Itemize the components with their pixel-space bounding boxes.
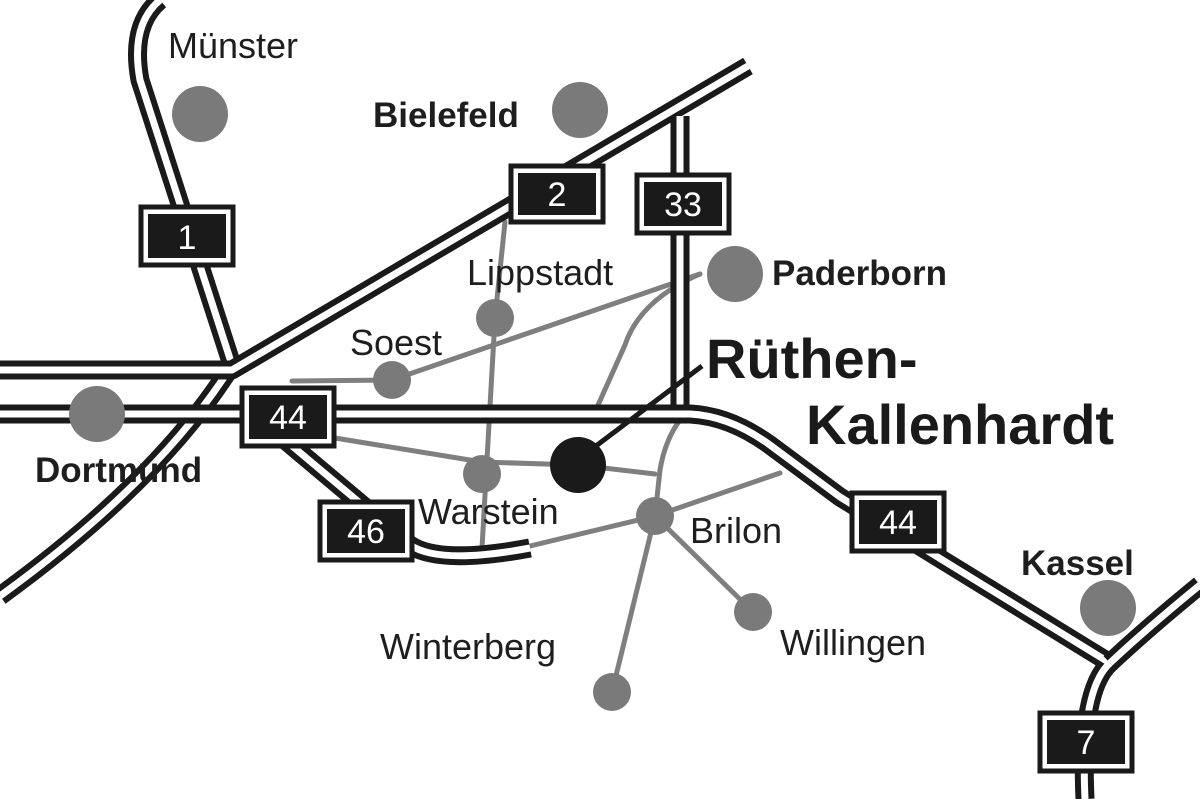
dot-ruethen-kallenhardt (550, 437, 606, 493)
shield-a44-east-label: 44 (879, 504, 917, 542)
shield-a44-west-label: 44 (269, 399, 307, 437)
label-lippstadt: Lippstadt (467, 252, 613, 293)
city-dots (69, 82, 1136, 711)
label-soest: Soest (350, 322, 442, 363)
road-lippstadt-warstein (479, 315, 498, 551)
shield-a46: 46 (317, 499, 415, 563)
label-willingen: Willingen (780, 622, 926, 663)
dot-winterberg (593, 673, 631, 711)
dot-bielefeld (552, 82, 608, 138)
shield-a2-label: 2 (548, 176, 567, 214)
label-muenster: Münster (168, 25, 298, 66)
dot-warstein (463, 455, 501, 493)
road-a33-brilon (652, 417, 683, 519)
destination-pointer (578, 364, 704, 460)
shield-a1-label: 1 (178, 219, 197, 257)
label-bielefeld: Bielefeld (373, 96, 519, 135)
dot-brilon (636, 497, 674, 535)
dot-willingen (734, 593, 772, 631)
road-brilon-willingen (652, 513, 756, 615)
road-brilon-winterberg (609, 513, 658, 695)
dot-dortmund (69, 386, 125, 442)
shield-a33: 33 (634, 172, 732, 236)
label-paderborn: Paderborn (772, 254, 947, 293)
dot-soest (373, 361, 411, 399)
dot-muenster (172, 86, 228, 142)
shield-a2: 2 (508, 163, 606, 225)
label-kassel: Kassel (1021, 544, 1134, 583)
dot-lippstadt (476, 299, 514, 337)
road-a44-warstein-east (332, 435, 658, 477)
destination-title-line1: Rüthen- (706, 327, 918, 390)
shield-a33-label: 33 (664, 186, 702, 224)
label-winterberg: Winterberg (380, 626, 556, 667)
shield-a44-east: 44 (849, 490, 947, 554)
destination-title-line2: Kallenhardt (806, 393, 1114, 456)
label-warstein: Warstein (418, 491, 559, 532)
dot-kassel (1080, 580, 1136, 636)
shield-a44-west: 44 (239, 385, 337, 449)
shield-a46-label: 46 (347, 513, 385, 551)
shield-a7-label: 7 (1077, 724, 1096, 762)
shield-a1: 1 (138, 204, 236, 268)
label-brilon: Brilon (690, 510, 782, 551)
label-dortmund: Dortmund (35, 451, 202, 490)
dot-paderborn (707, 246, 763, 302)
shield-a7: 7 (1037, 710, 1135, 774)
